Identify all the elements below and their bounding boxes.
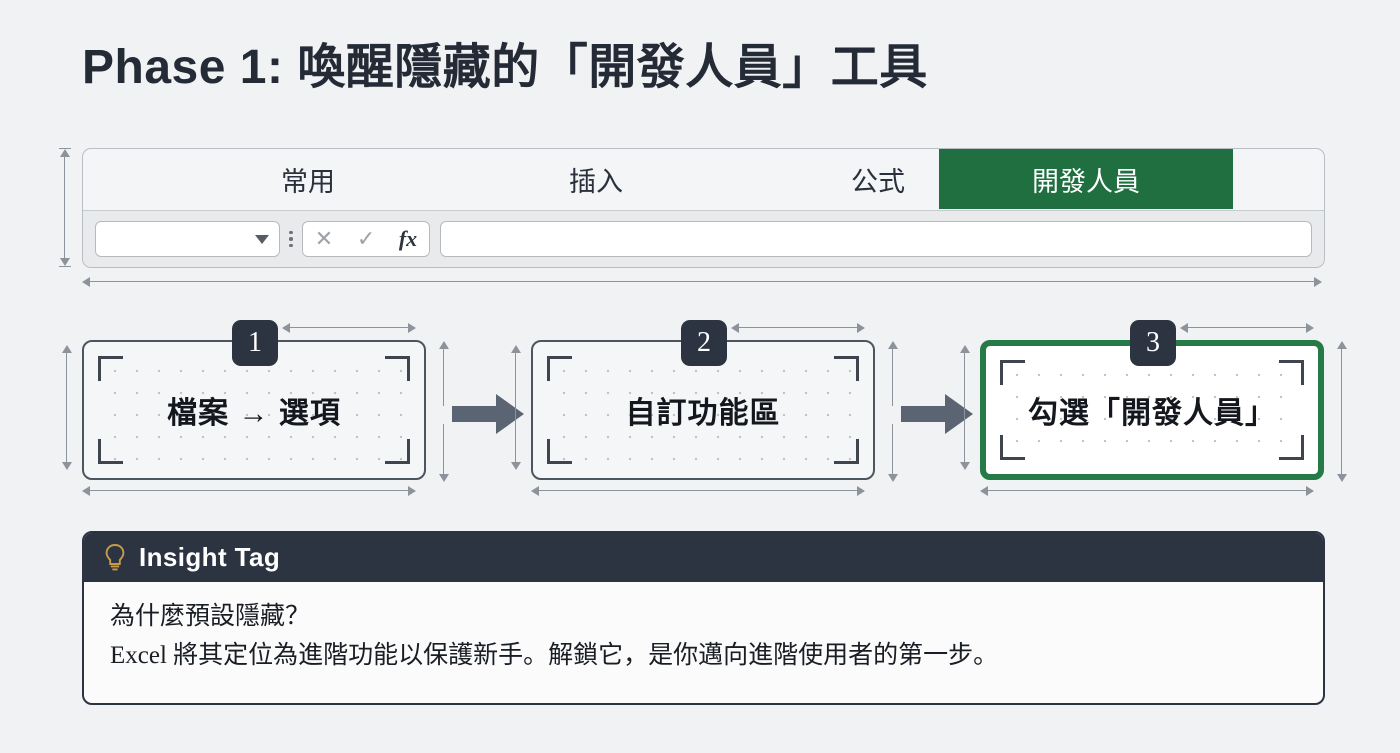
dimension-arrowhead-up xyxy=(62,345,72,353)
insight-line-2: Excel 將其定位為進階功能以保護新手。解鎖它，是你邁向進階使用者的第一步。 xyxy=(110,641,999,669)
vertical-dots-icon xyxy=(280,230,302,248)
dimension-arrowhead-down xyxy=(1337,474,1347,482)
ribbon-tab-label: 常用 xyxy=(281,166,335,197)
dimension-line-horizontal xyxy=(986,490,1312,492)
arrow-right-icon xyxy=(452,394,524,434)
dimension-line-horizontal xyxy=(88,281,1320,283)
ribbon-tab-developer[interactable]: 開發人員 xyxy=(939,149,1233,209)
corner-bracket-icon xyxy=(1000,360,1025,385)
dimension-arrowhead-right xyxy=(408,323,416,333)
dimension-arrowhead-left xyxy=(82,486,90,496)
ribbon-tab-home[interactable]: 常用 xyxy=(213,149,403,209)
step-label: 勾選「開發人員」 xyxy=(1028,397,1276,430)
insight-tag-body: 為什麼預設隱藏？ Excel 將其定位為進階功能以保護新手。解鎖它，是你邁向進階… xyxy=(84,582,1323,676)
dimension-line-vertical xyxy=(892,348,894,406)
dimension-arrowhead-left xyxy=(980,486,988,496)
dimension-line-vertical xyxy=(515,352,517,468)
insight-tag-panel: Insight Tag 為什麼預設隱藏？ Excel 將其定位為進階功能以保護新… xyxy=(82,531,1325,705)
dimension-arrowhead-up xyxy=(1337,341,1347,349)
name-box-input[interactable] xyxy=(95,221,280,257)
ribbon-tab-bar: 常用 插入 公式 開發人員 xyxy=(83,149,1324,211)
corner-bracket-icon xyxy=(834,356,859,381)
fx-icon[interactable]: fx xyxy=(398,226,418,251)
dimension-arrowhead-right xyxy=(1314,277,1322,287)
dimension-arrowhead-left xyxy=(731,323,739,333)
step-label: 檔案 → 選項 xyxy=(167,397,341,430)
arrow-right-icon xyxy=(901,394,973,434)
dimension-line-vertical xyxy=(443,348,445,406)
dimension-arrowhead-up xyxy=(60,149,70,157)
insight-tag-header: Insight Tag xyxy=(84,533,1323,582)
dimension-line-horizontal xyxy=(735,327,863,329)
dimension-arrowhead-left xyxy=(282,323,290,333)
dimension-arrowhead-up xyxy=(511,345,521,353)
dimension-arrowhead-down xyxy=(62,462,72,470)
step-number: 2 xyxy=(697,327,711,358)
dimension-line-vertical xyxy=(964,352,966,468)
x-icon[interactable]: ✕ xyxy=(314,226,334,251)
step-number: 1 xyxy=(248,327,262,358)
dimension-arrowhead-right xyxy=(408,486,416,496)
corner-bracket-icon xyxy=(385,356,410,381)
dimension-arrowhead-right xyxy=(1306,323,1314,333)
dotted-grid-pattern xyxy=(549,356,857,464)
ribbon-tab-label: 插入 xyxy=(569,166,623,197)
corner-bracket-icon xyxy=(547,439,572,464)
dimension-line-vertical xyxy=(443,424,445,480)
dimension-arrowhead-up xyxy=(439,341,449,349)
corner-bracket-icon xyxy=(385,439,410,464)
corner-bracket-icon xyxy=(1279,435,1304,460)
formula-bar: ✕ ✓ fx xyxy=(83,211,1324,267)
dimension-arrowhead-left xyxy=(1180,323,1188,333)
dimension-arrowhead-down xyxy=(60,258,70,266)
step-number-badge-3: 3 xyxy=(1130,320,1176,366)
dimension-line-horizontal xyxy=(286,327,414,329)
dimension-cap xyxy=(59,266,71,268)
step-label: 自訂功能區 xyxy=(625,397,781,430)
ribbon-tab-formulas[interactable]: 公式 xyxy=(783,149,973,209)
dimension-arrowhead-down xyxy=(439,474,449,482)
insight-tag-title: Insight Tag xyxy=(139,542,281,572)
dimension-cap xyxy=(59,148,71,150)
dimension-arrowhead-left xyxy=(82,277,90,287)
ribbon-tab-label: 公式 xyxy=(851,166,905,197)
step-number: 3 xyxy=(1146,327,1160,358)
step-number-badge-2: 2 xyxy=(681,320,727,366)
dimension-line-horizontal xyxy=(1184,327,1312,329)
insight-line-1: 為什麼預設隱藏？ xyxy=(110,603,311,630)
dimension-arrowhead-up xyxy=(960,345,970,353)
dotted-grid-pattern xyxy=(100,356,408,464)
dimension-line-vertical xyxy=(66,352,68,468)
corner-bracket-icon xyxy=(547,356,572,381)
corner-bracket-icon xyxy=(98,439,123,464)
dimension-arrowhead-up xyxy=(888,341,898,349)
dimension-arrowhead-right xyxy=(857,323,865,333)
dotted-grid-pattern xyxy=(1002,360,1302,460)
dimension-line-vertical xyxy=(1341,348,1343,480)
formula-action-group: ✕ ✓ fx xyxy=(302,221,430,257)
dimension-arrowhead-right xyxy=(857,486,865,496)
dimension-arrowhead-down xyxy=(960,462,970,470)
dimension-line-horizontal xyxy=(88,490,414,492)
corner-bracket-icon xyxy=(1000,435,1025,460)
lightbulb-icon xyxy=(105,543,125,570)
dimension-arrowhead-right xyxy=(1306,486,1314,496)
check-icon[interactable]: ✓ xyxy=(356,226,376,251)
excel-ribbon-panel: 常用 插入 公式 開發人員 ✕ ✓ fx xyxy=(82,148,1325,268)
dimension-arrowhead-down xyxy=(511,462,521,470)
step-number-badge-1: 1 xyxy=(232,320,278,366)
ribbon-tab-label: 開發人員 xyxy=(1032,166,1140,197)
chevron-down-icon[interactable] xyxy=(255,234,269,244)
corner-bracket-icon xyxy=(1279,360,1304,385)
corner-bracket-icon xyxy=(834,439,859,464)
page-title: Phase 1: 喚醒隱藏的「開發人員」工具 xyxy=(82,41,928,94)
dimension-arrowhead-down xyxy=(888,474,898,482)
ribbon-tab-insert[interactable]: 插入 xyxy=(501,149,691,209)
dimension-line-vertical xyxy=(892,424,894,480)
dimension-arrowhead-left xyxy=(531,486,539,496)
corner-bracket-icon xyxy=(98,356,123,381)
formula-input[interactable] xyxy=(440,221,1312,257)
dimension-line-horizontal xyxy=(537,490,863,492)
dimension-line-vertical xyxy=(64,156,66,264)
